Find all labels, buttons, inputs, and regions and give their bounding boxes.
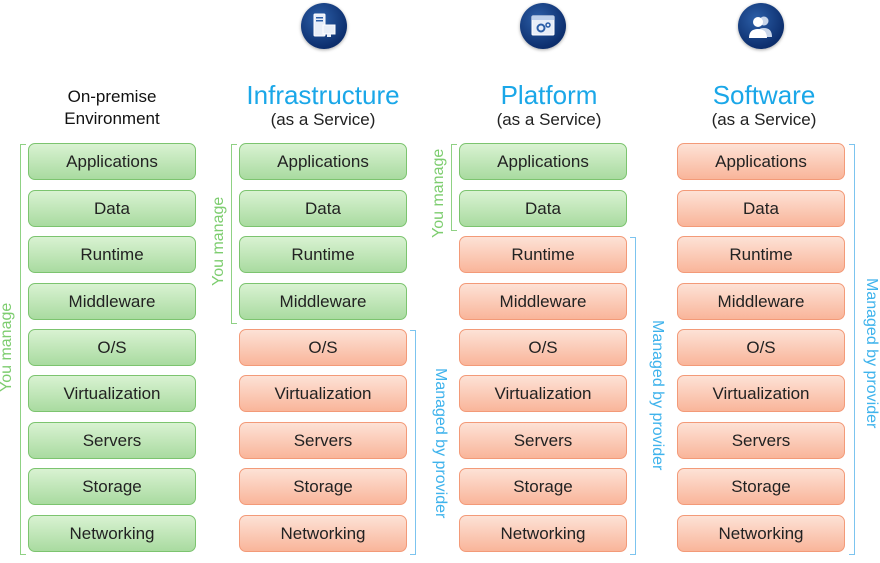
onprem-layer-data: Data: [28, 190, 196, 227]
saas-layer-applications: Applications: [677, 143, 845, 180]
you-manage-label: You manage: [210, 196, 227, 286]
iaas-layer-networking: Networking: [239, 515, 407, 552]
paas-layer-applications: Applications: [459, 143, 627, 180]
managed-by-provider-label: Managed by provider: [649, 320, 666, 471]
paas-layer-servers: Servers: [459, 422, 627, 459]
saas-layer-networking: Networking: [677, 515, 845, 552]
iaas-layer-virtualization: Virtualization: [239, 375, 407, 412]
paas-layer-virtualization: Virtualization: [459, 375, 627, 412]
saas-layer-virtualization: Virtualization: [677, 375, 845, 412]
iaas-title: Infrastructure: [246, 80, 400, 110]
iaas-layer-storage: Storage: [239, 468, 407, 505]
you-manage-bracket: [231, 144, 237, 324]
saas-title: Software: [712, 80, 816, 110]
paas-layer-runtime: Runtime: [459, 236, 627, 273]
onprem-layer-networking: Networking: [28, 515, 196, 552]
iaas-layer-servers: Servers: [239, 422, 407, 459]
server-monitor-icon: [301, 3, 347, 49]
onprem-heading-line2: Environment: [64, 109, 160, 128]
you-manage-bracket: [20, 144, 26, 555]
iaas-layer-runtime: Runtime: [239, 236, 407, 273]
managed-by-provider-bracket: [630, 237, 636, 555]
managed-by-provider-bracket: [849, 144, 855, 555]
paas-subtitle: (as a Service): [496, 110, 602, 129]
iaas-layer-data: Data: [239, 190, 407, 227]
saas-layer-servers: Servers: [677, 422, 845, 459]
saas-subtitle: (as a Service): [711, 110, 817, 129]
onprem-layer-middleware: Middleware: [28, 283, 196, 320]
saas-layer-storage: Storage: [677, 468, 845, 505]
managed-by-provider-label: Managed by provider: [863, 278, 880, 429]
iaas-layer-middleware: Middleware: [239, 283, 407, 320]
onprem-heading-line1: On-premise: [67, 87, 157, 106]
managed-by-provider-label: Managed by provider: [432, 368, 449, 519]
onprem-layer-servers: Servers: [28, 422, 196, 459]
you-manage-label: You manage: [430, 148, 447, 238]
onprem-layer-os: O/S: [28, 329, 196, 366]
paas-layer-networking: Networking: [459, 515, 627, 552]
you-manage-bracket: [451, 144, 457, 231]
saas-layer-data: Data: [677, 190, 845, 227]
saas-layer-os: O/S: [677, 329, 845, 366]
iaas-subtitle: (as a Service): [270, 110, 376, 129]
onprem-layer-applications: Applications: [28, 143, 196, 180]
paas-title: Platform: [500, 80, 598, 110]
paas-layer-os: O/S: [459, 329, 627, 366]
saas-layer-middleware: Middleware: [677, 283, 845, 320]
paas-layer-middleware: Middleware: [459, 283, 627, 320]
you-manage-label: You manage: [0, 302, 15, 392]
onprem-layer-runtime: Runtime: [28, 236, 196, 273]
onprem-layer-virtualization: Virtualization: [28, 375, 196, 412]
users-icon: [738, 3, 784, 49]
iaas-layer-os: O/S: [239, 329, 407, 366]
managed-by-provider-bracket: [410, 330, 416, 555]
paas-layer-storage: Storage: [459, 468, 627, 505]
paas-layer-data: Data: [459, 190, 627, 227]
gear-window-icon: [520, 3, 566, 49]
iaas-layer-applications: Applications: [239, 143, 407, 180]
saas-layer-runtime: Runtime: [677, 236, 845, 273]
onprem-layer-storage: Storage: [28, 468, 196, 505]
